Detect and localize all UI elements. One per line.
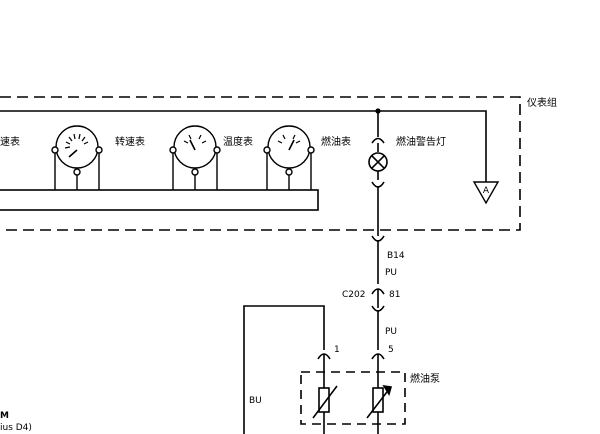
fuel-warning-lamp	[368, 111, 388, 236]
wire-color-upper: PU	[385, 268, 397, 278]
fuel-gauge	[263, 125, 315, 190]
left-edge-text-2: ius D4)	[0, 423, 32, 433]
cluster-pin-label: B14	[387, 251, 405, 261]
tachometer-gauge	[51, 125, 103, 190]
inline-connector-label: C202	[342, 290, 365, 300]
tachometer-label: 转速表	[115, 135, 145, 148]
pump-connector-pin-5	[371, 353, 385, 388]
splice-dot	[375, 108, 381, 114]
inline-pin-label: 81	[389, 290, 400, 300]
fuel-pump-label: 燃油泵	[410, 372, 440, 385]
inline-connector-c202	[371, 288, 385, 312]
wire-bu	[243, 305, 325, 434]
fuel-pump-boundary	[300, 371, 406, 425]
pump-sensor-left	[312, 385, 338, 434]
temperature-label: 温度表	[223, 135, 253, 148]
pump-connector-pin-1	[317, 353, 331, 388]
ground-symbol: A	[472, 181, 500, 205]
cluster-bus-line	[0, 110, 487, 182]
speedometer-label: 速表	[0, 135, 20, 148]
fuel-gauge-label: 燃油表	[321, 135, 351, 148]
pump-pin-left-label: 1	[334, 345, 340, 355]
ground-symbol-label: A	[483, 186, 490, 196]
wire-color-lower: PU	[385, 327, 397, 337]
gauge-rail	[0, 189, 319, 211]
fuel-warning-lamp-label: 燃油警告灯	[396, 135, 446, 148]
pump-pin-right-label: 5	[388, 345, 394, 355]
cluster-boundary	[0, 96, 521, 231]
wire-color-left: BU	[249, 396, 262, 406]
cluster-title: 仪表组	[527, 96, 557, 109]
pump-sensor-right	[366, 384, 393, 434]
temperature-gauge	[169, 125, 221, 190]
left-edge-text-1: M	[0, 411, 9, 421]
